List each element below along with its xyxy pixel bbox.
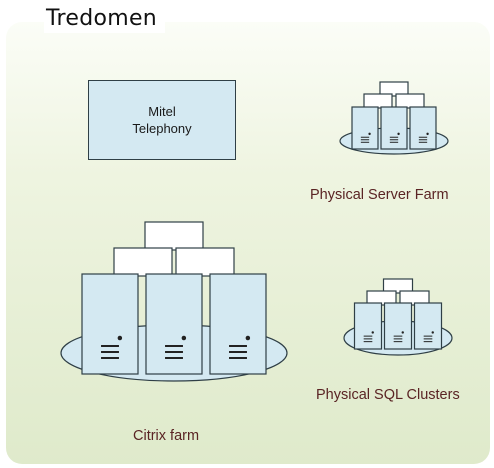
server-icon bbox=[353, 302, 383, 350]
rack-middle-box bbox=[363, 93, 393, 109]
physical-sql-clusters-label: Physical SQL Clusters bbox=[316, 387, 460, 403]
citrix-farm-cluster-icon bbox=[60, 221, 288, 382]
mitel-label-line1: Mitel bbox=[148, 104, 176, 119]
power-led bbox=[371, 331, 374, 334]
rack-middle-box bbox=[175, 247, 235, 277]
server-icon bbox=[81, 273, 139, 375]
rack-middle-box bbox=[113, 247, 173, 277]
server-icon bbox=[209, 273, 267, 375]
citrix-farm-label: Citrix farm bbox=[133, 428, 200, 444]
power-led bbox=[397, 132, 400, 136]
rack-top-box bbox=[382, 278, 414, 294]
power-led bbox=[426, 132, 429, 136]
server-icon bbox=[380, 106, 408, 150]
power-led bbox=[368, 132, 371, 136]
server-icon bbox=[383, 302, 413, 350]
server-body bbox=[81, 273, 139, 375]
rack-top-box bbox=[379, 81, 409, 97]
mitel-label-line2: Telephony bbox=[132, 121, 192, 136]
server-icon bbox=[145, 273, 203, 375]
server-body bbox=[145, 273, 203, 375]
physical-sql-clusters-cluster-icon bbox=[343, 278, 453, 356]
mitel-telephony-box: Mitel Telephony bbox=[88, 80, 236, 160]
power-led bbox=[245, 335, 251, 341]
power-led bbox=[401, 331, 404, 334]
server-icon bbox=[351, 106, 379, 150]
rack-middle-box bbox=[395, 93, 425, 109]
rack-top-box bbox=[144, 221, 204, 251]
power-led bbox=[117, 335, 123, 341]
server-icon bbox=[409, 106, 437, 150]
physical-server-farm-cluster-icon bbox=[339, 81, 449, 155]
physical-server-farm-label: Physical Server Farm bbox=[310, 187, 449, 203]
power-led bbox=[431, 331, 434, 334]
site-title: Tredomen bbox=[44, 4, 166, 33]
server-icon bbox=[413, 302, 443, 350]
server-body bbox=[209, 273, 267, 375]
power-led bbox=[181, 335, 187, 341]
